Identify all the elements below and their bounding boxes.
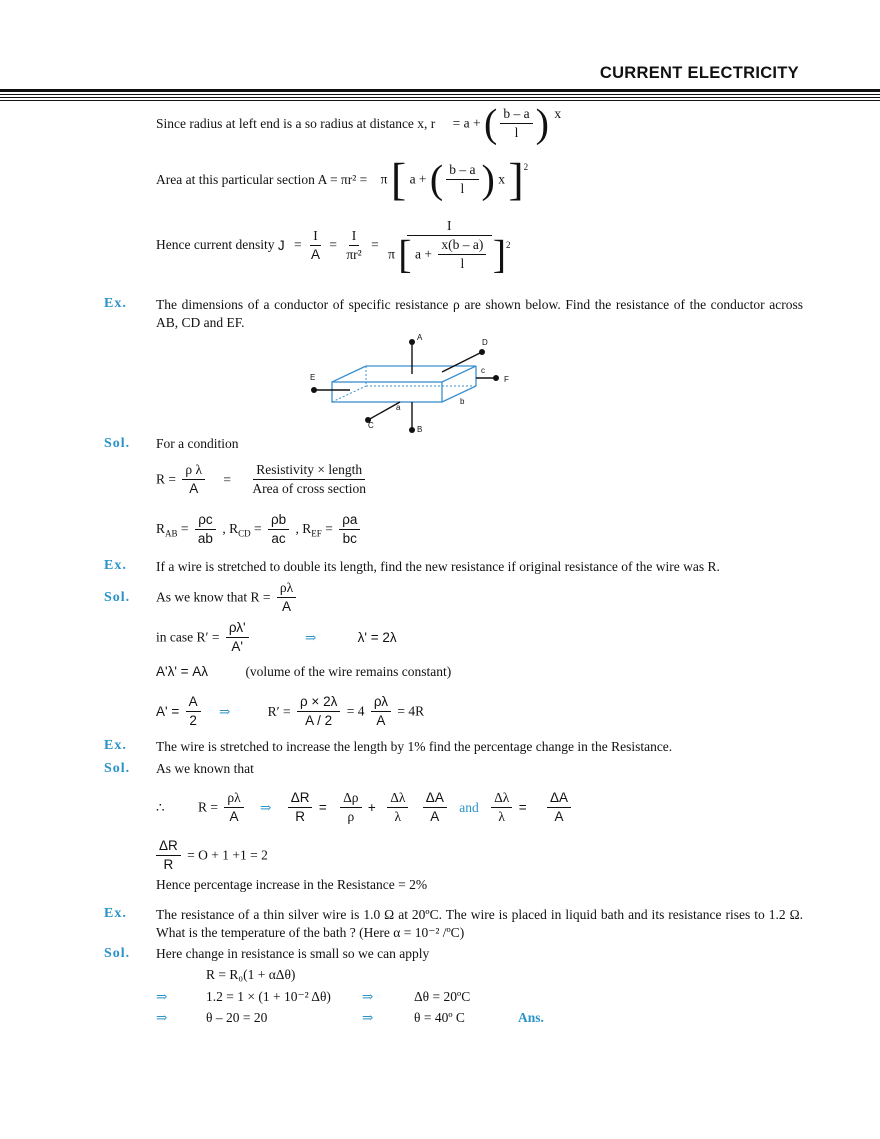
label-d-terminal: D <box>482 338 488 347</box>
temperature-formula: R = R₀(1 + αΔθ) <box>206 967 296 982</box>
example-label: Ex. <box>104 296 127 311</box>
terminal-b <box>409 427 415 433</box>
box-hidden-edge <box>331 385 367 403</box>
label-f-terminal: F <box>504 375 509 384</box>
example-label: Ex. <box>104 558 127 573</box>
radius-equation: Since radius at left end is a so radius … <box>156 100 562 146</box>
terminal-c <box>365 417 371 423</box>
label-dimension-b: b <box>460 397 465 406</box>
solution-label: Sol. <box>104 590 131 605</box>
example-1-text: The dimensions of a conductor of specifi… <box>156 297 803 330</box>
implies-arrow: ⇒ <box>362 989 374 1004</box>
terminal-f <box>493 375 499 381</box>
example-2-text: If a wire is stretched to double its len… <box>156 559 720 574</box>
implies-arrow: ⇒ <box>362 1010 374 1025</box>
volume-equation: A'λ' = Aλ (volume of the wire remains co… <box>156 664 452 679</box>
temperature-step-1: 1.2 = 1 × (1 + 10⁻² Δθ) <box>206 989 331 1004</box>
percentage-result: Hence percentage increase in the Resista… <box>156 877 428 892</box>
terminal-a <box>409 339 415 345</box>
temperature-step-2: θ – 20 = 20 <box>206 1010 268 1025</box>
solution-3-line: As we known that <box>156 761 254 776</box>
answer-label: Ans. <box>518 1010 544 1025</box>
box-edge <box>441 385 477 403</box>
solution-label: Sol. <box>104 761 131 776</box>
header-rule <box>0 89 880 103</box>
example-label: Ex. <box>104 906 127 921</box>
example-label: Ex. <box>104 738 127 753</box>
temperature-step-1-result: Δθ = 20ºC <box>414 989 471 1004</box>
conductor-diagram: A B C D E F a b c <box>310 333 509 434</box>
solution-4-line: Here change in resistance is small so we… <box>156 946 430 961</box>
lead-c <box>367 401 401 421</box>
solution-2-case: in case R′ = ρλ'A' ⇒ λ' = 2λ <box>156 620 397 654</box>
implies-arrow: ⇒ <box>156 989 168 1004</box>
terminal-e <box>311 387 317 393</box>
lead-d <box>441 351 483 373</box>
solution-1-line: For a condition <box>156 436 239 451</box>
label-e-terminal: E <box>310 373 315 382</box>
box-edge <box>441 365 477 383</box>
box-front-face <box>331 381 443 403</box>
example-4-text: The resistance of a thin silver wire is … <box>156 907 803 940</box>
label-a-terminal: A <box>417 333 423 342</box>
solution-label: Sol. <box>104 946 131 961</box>
area-equation: Area at this particular section A = πr² … <box>156 153 529 205</box>
terminal-d <box>479 349 485 355</box>
solution-label: Sol. <box>104 436 131 451</box>
label-dimension-c: c <box>481 366 485 375</box>
example-3-text: The wire is stretched to increase the le… <box>156 739 673 754</box>
label-b-terminal: B <box>417 425 422 434</box>
label-dimension-a: a <box>396 403 401 412</box>
page-header-title: CURRENT ELECTRICITY <box>599 64 799 82</box>
temperature-final-result: θ = 40º C <box>414 1010 465 1025</box>
implies-arrow: ⇒ <box>156 1010 168 1025</box>
box-edge <box>331 365 367 383</box>
label-c-terminal: C <box>368 421 374 430</box>
